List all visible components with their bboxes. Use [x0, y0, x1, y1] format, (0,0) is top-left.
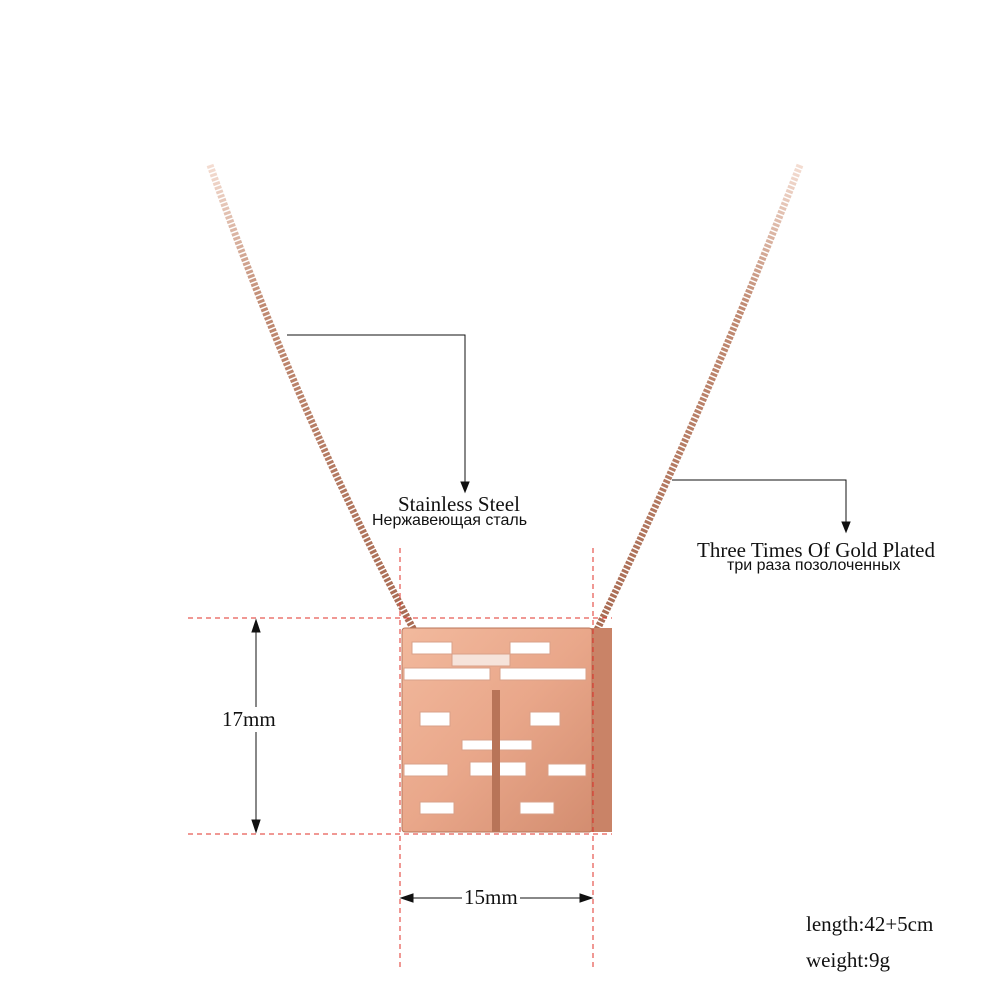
chain-left [206, 163, 419, 634]
chain-right [588, 163, 804, 642]
height-dimension: 17mm [220, 707, 278, 732]
plating-label-ru: три раза позолоченных [727, 557, 901, 574]
plating-label: Three Times Of Gold Plated [697, 538, 935, 562]
material-label-ru: Нержавеющая сталь [372, 512, 528, 529]
pendant-cutouts [403, 641, 587, 832]
material-label: Stainless Steel [398, 492, 520, 516]
width-dimension: 15mm [462, 885, 520, 910]
length-spec: length:42+5cm [806, 912, 934, 936]
callout-leaders [287, 334, 851, 534]
dimension-guides [188, 548, 612, 970]
weight-spec: weight:9g [806, 948, 890, 972]
